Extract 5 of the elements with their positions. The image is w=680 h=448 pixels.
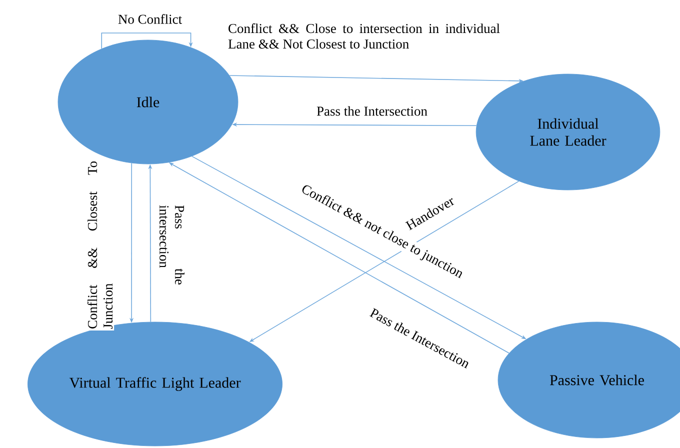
edge-label: Pass the intersection [158,204,186,286]
edge-label: No Conflict [116,12,184,26]
edge-label: Pass the Intersection [315,104,429,118]
edge-label: Conflict && Closest To Junction [86,160,114,330]
arrow [101,32,193,50]
